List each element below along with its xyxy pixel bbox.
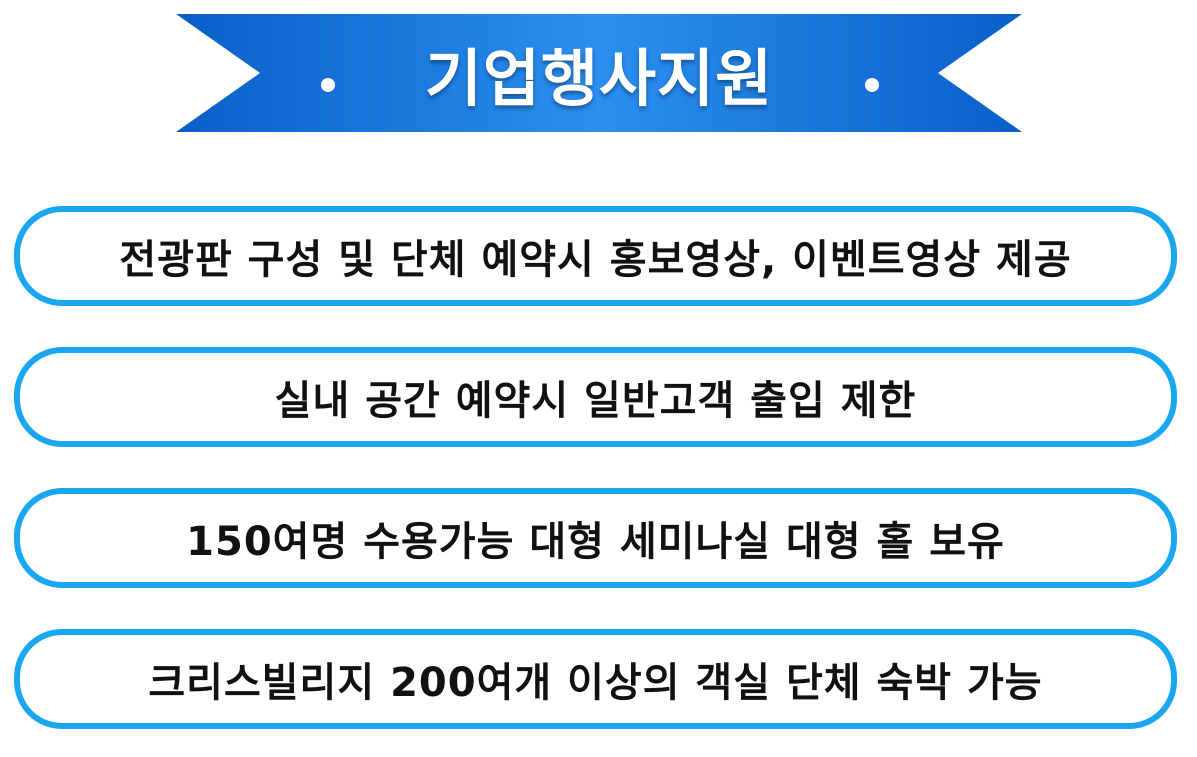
feature-item: 크리스빌리지 200여개 이상의 객실 단체 숙박 가능	[14, 629, 1177, 729]
feature-item: 150여명 수용가능 대형 세미나실 대형 홀 보유	[14, 488, 1177, 588]
feature-item: 전광판 구성 및 단체 예약시 홍보영상, 이벤트영상 제공	[14, 206, 1177, 306]
bullet-dot-icon	[865, 78, 879, 92]
ribbon-shape	[176, 14, 1022, 132]
feature-item: 실내 공간 예약시 일반고객 출입 제한	[14, 347, 1177, 447]
bullet-dot-icon	[321, 78, 335, 92]
title-banner: 기업행사지원	[176, 14, 1022, 132]
page-title: 기업행사지원	[424, 42, 774, 115]
